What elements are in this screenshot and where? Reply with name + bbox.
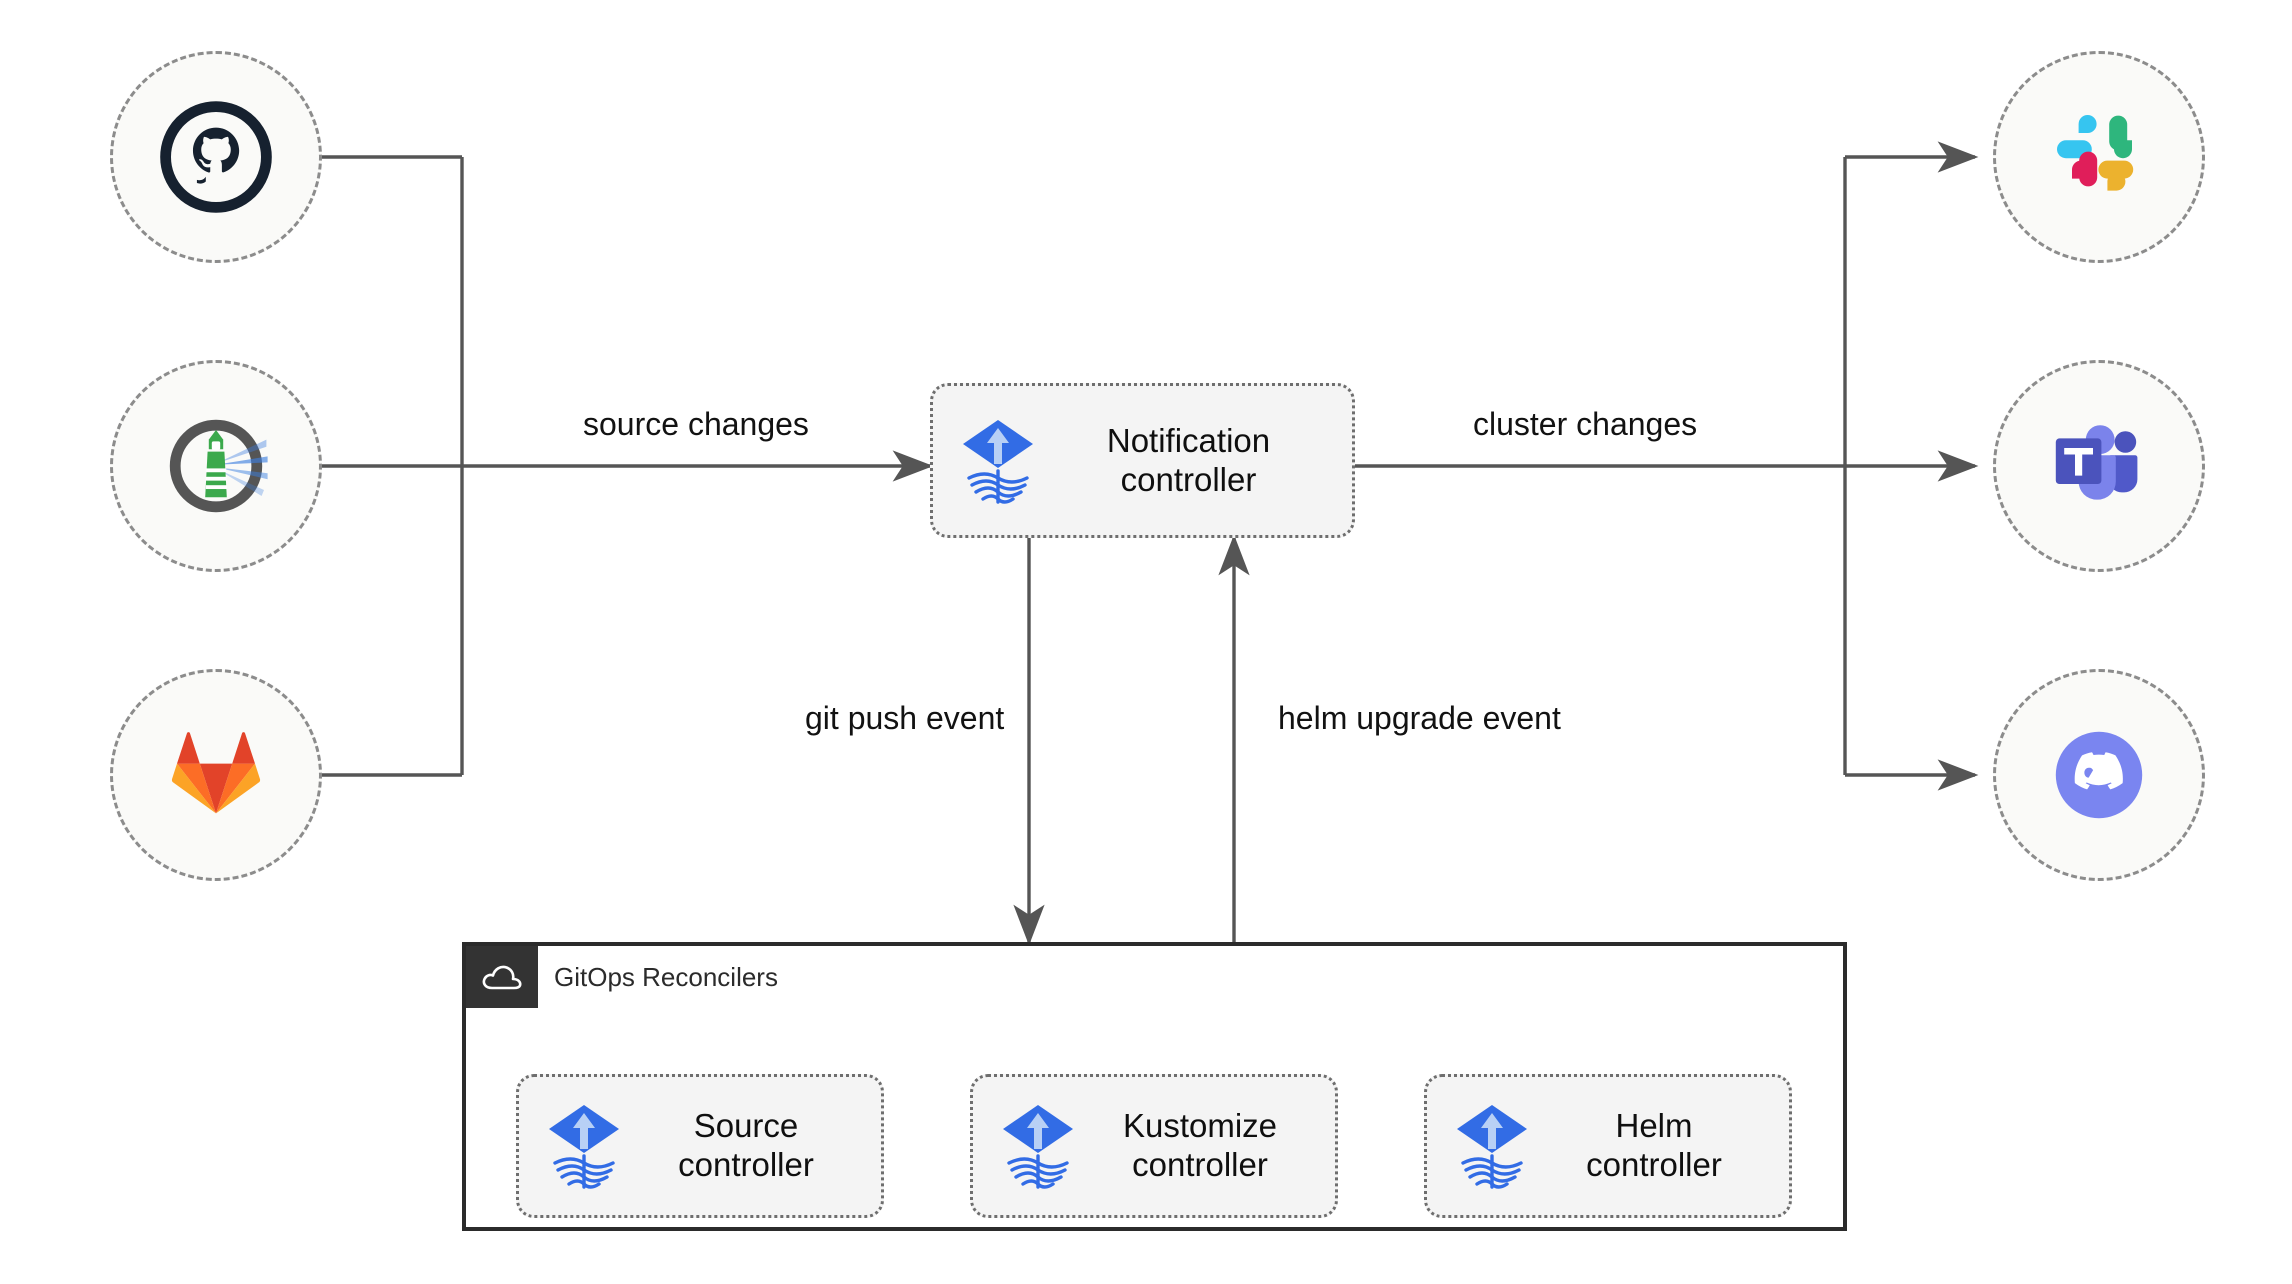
microsoft-teams-icon bbox=[2055, 425, 2138, 500]
slack-icon bbox=[2057, 115, 2134, 191]
edge-label-source-changes: source changes bbox=[583, 406, 809, 442]
cloud-icon bbox=[482, 965, 522, 990]
helm-controller-box[interactable]: Helm controller bbox=[1424, 1074, 1792, 1218]
destination-node-discord[interactable] bbox=[1993, 669, 2205, 881]
flux-icon bbox=[1457, 1105, 1527, 1189]
flux-icon bbox=[549, 1105, 619, 1189]
gitops-reconcilers-container: GitOps Reconcilers Source controller bbox=[462, 942, 1847, 1231]
github-icon bbox=[160, 101, 272, 213]
source-node-flux-lighthouse[interactable] bbox=[110, 360, 322, 572]
destination-node-teams[interactable] bbox=[1993, 360, 2205, 572]
helm-controller-label: Helm controller bbox=[1586, 1107, 1722, 1183]
source-controller-box[interactable]: Source controller bbox=[516, 1074, 884, 1218]
source-controller-label: Source controller bbox=[678, 1107, 814, 1183]
notification-controller-label: Notification controller bbox=[1106, 421, 1271, 498]
discord-icon bbox=[2055, 731, 2143, 819]
edge-label-cluster-changes: cluster changes bbox=[1473, 406, 1698, 442]
gitlab-icon bbox=[171, 732, 261, 814]
source-node-github[interactable] bbox=[110, 51, 322, 263]
kustomize-controller-label: Kustomize controller bbox=[1122, 1107, 1278, 1183]
notification-controller-box[interactable]: Notification controller bbox=[930, 383, 1355, 538]
flux-icon bbox=[1003, 1105, 1073, 1189]
edge-label-helm-upgrade-event: helm upgrade event bbox=[1278, 700, 1561, 736]
flux-lighthouse-icon bbox=[169, 419, 268, 513]
destination-node-slack[interactable] bbox=[1993, 51, 2205, 263]
cloud-badge bbox=[466, 946, 538, 1008]
edge-label-git-push-event: git push event bbox=[805, 700, 1005, 736]
gitops-reconcilers-title: GitOps Reconcilers bbox=[554, 962, 778, 992]
source-node-gitlab[interactable] bbox=[110, 669, 322, 881]
flux-icon bbox=[963, 419, 1033, 504]
kustomize-controller-box[interactable]: Kustomize controller bbox=[970, 1074, 1338, 1218]
